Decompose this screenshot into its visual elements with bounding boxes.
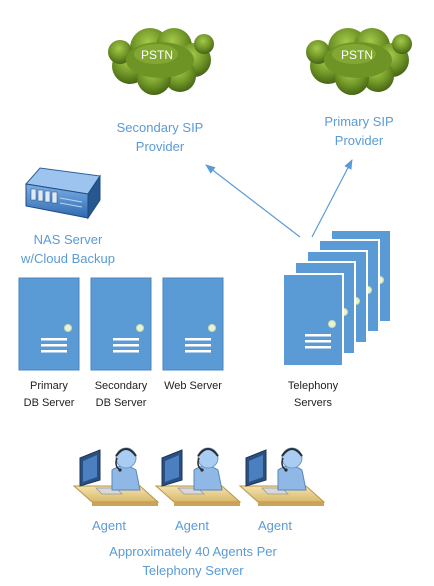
agent-workstation-icon [73, 447, 159, 507]
cloud-label: PSTN [141, 48, 173, 62]
secondary-provider-label-line1: Secondary SIP [117, 120, 204, 135]
pstn-cloud-left: PSTN [108, 28, 214, 95]
server-label-line1: Web Server [164, 380, 222, 392]
arrow-to-secondary-provider [205, 164, 301, 238]
telephony-label-line2: Servers [294, 397, 332, 409]
server-tower-icon [90, 277, 152, 371]
nas-server-label-line1: NAS Server [34, 232, 103, 247]
primary-provider-label-line1: Primary SIP [324, 114, 393, 129]
server-label-line2: DB Server [96, 397, 147, 409]
agent-label: Agent [175, 518, 209, 533]
server-label-line1: Secondary [95, 380, 148, 392]
primary-provider-label-line2: Provider [335, 133, 384, 148]
pstn-cloud-right: PSTN [306, 28, 412, 95]
agent-workstation-3: Agent [239, 447, 325, 533]
telephony-servers: Telephony Servers [282, 229, 392, 409]
server-tower-icon [18, 277, 80, 371]
agent-workstation-2: Agent [155, 447, 241, 533]
agents-caption-line2: Telephony Server [142, 563, 244, 578]
primary-db-server: Primary DB Server [18, 277, 80, 409]
web-server: Web Server [162, 277, 224, 392]
nas-server-icon [25, 167, 101, 220]
server-stack-icon [282, 229, 392, 367]
telephony-label-line1: Telephony [288, 380, 339, 392]
nas-server: NAS Server w/Cloud Backup [20, 167, 115, 266]
server-label-line1: Primary [30, 380, 68, 392]
agent-label: Agent [92, 518, 126, 533]
arrow-to-primary-provider [311, 159, 353, 238]
cloud-label: PSTN [341, 48, 373, 62]
agent-label: Agent [258, 518, 292, 533]
nas-server-label-line2: w/Cloud Backup [20, 251, 115, 266]
agent-workstation-icon [155, 447, 241, 507]
server-tower-icon [162, 277, 224, 371]
agent-workstation-1: Agent [73, 447, 159, 533]
secondary-db-server: Secondary DB Server [90, 277, 152, 409]
secondary-provider-label-line2: Provider [136, 139, 185, 154]
agent-workstation-icon [239, 447, 325, 507]
agents-caption-line1: Approximately 40 Agents Per [109, 544, 277, 559]
server-label-line2: DB Server [24, 397, 75, 409]
